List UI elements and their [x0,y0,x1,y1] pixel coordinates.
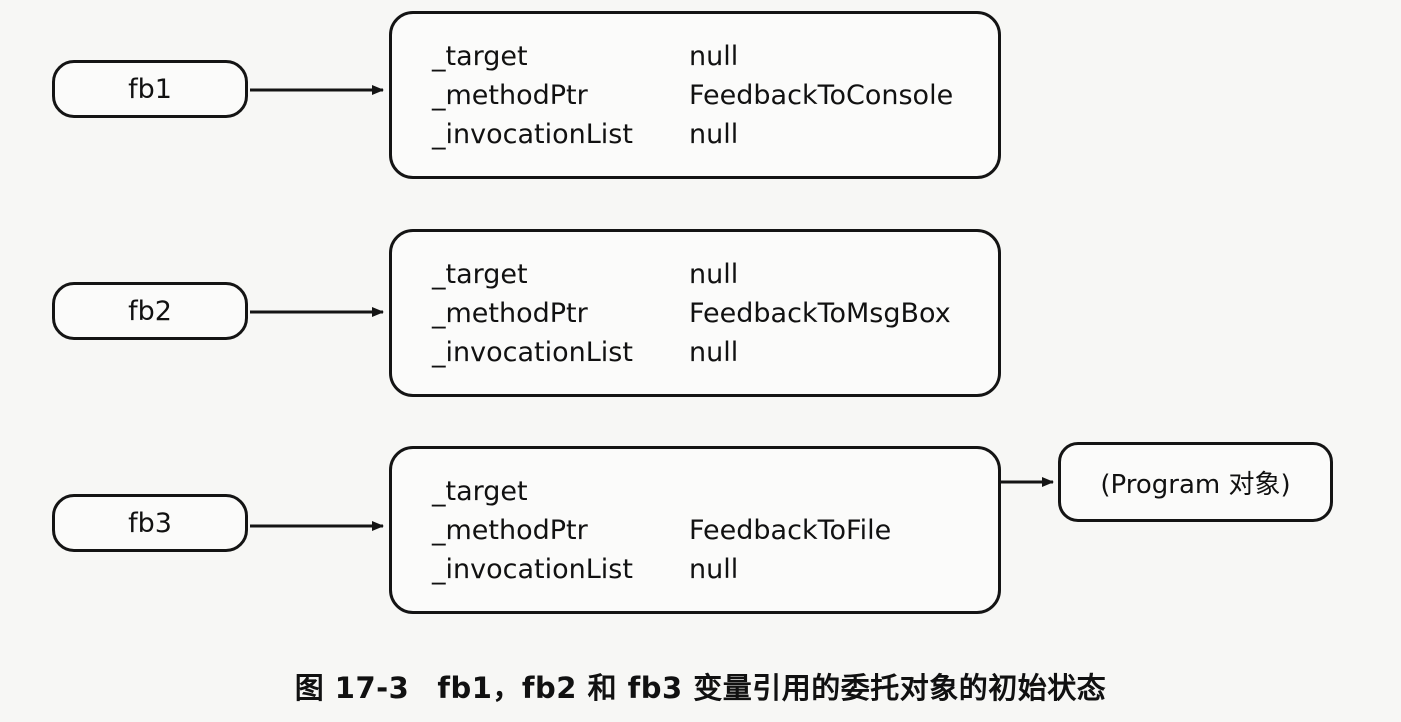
variable-name: fb2 [128,295,172,327]
variable-name: fb1 [128,73,172,105]
fb3-variable-box: fb3 [52,494,248,552]
variable-name: fb3 [128,507,172,539]
field-name-methodptr: _methodPtr [432,298,588,329]
fb2-delegate-object: _target null _methodPtr FeedbackToMsgBox… [389,229,1001,397]
field-value-invocationlist: null [689,119,739,150]
figure-caption: 图 17-3 fb1，fb2 和 fb3 变量引用的委托对象的初始状态 [0,665,1401,707]
field-name-target: _target [432,41,528,72]
field-name-target: _target [432,259,528,290]
field-name-invocationlist: _invocationList [432,554,633,585]
fb1-variable-box: fb1 [52,60,248,118]
caption-text: fb1，fb2 和 fb3 变量引用的委托对象的初始状态 [437,671,1107,705]
field-value-target: null [689,41,739,72]
field-name-invocationlist: _invocationList [432,337,633,368]
fb2-variable-box: fb2 [52,282,248,340]
field-value-methodptr: FeedbackToMsgBox [689,298,951,329]
field-name-methodptr: _methodPtr [432,80,588,111]
field-name-methodptr: _methodPtr [432,515,588,546]
fb3-delegate-object: _target _methodPtr FeedbackToFile _invoc… [389,446,1001,614]
field-value-methodptr: FeedbackToFile [689,515,892,546]
fb1-delegate-object: _target null _methodPtr FeedbackToConsol… [389,11,1001,179]
field-value-invocationlist: null [689,337,739,368]
field-value-methodptr: FeedbackToConsole [689,80,954,111]
field-name-invocationlist: _invocationList [432,119,633,150]
program-object-label: (Program 对象) [1100,469,1291,500]
field-name-target: _target [432,476,528,507]
program-object-box: (Program 对象) [1058,442,1333,522]
field-value-target: null [689,259,739,290]
figure-number: 图 17-3 [294,671,410,705]
field-value-invocationlist: null [689,554,739,585]
